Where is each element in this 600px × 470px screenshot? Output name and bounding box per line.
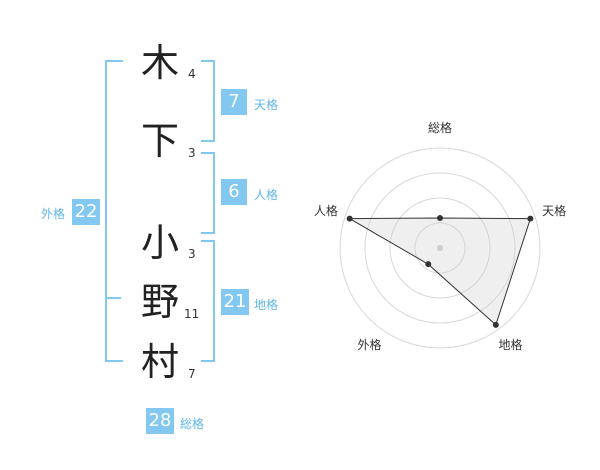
stroke-count-3: 3 — [188, 247, 196, 261]
tenkaku-badge: 7 — [221, 89, 247, 115]
gaikaku-badge: 22 — [72, 199, 100, 225]
gaikaku-bracket-tick — [105, 297, 121, 299]
name-char-5: 村 — [140, 340, 179, 384]
name-char-3: 小 — [140, 221, 179, 265]
radar-axis-label-5: 人格 — [314, 203, 338, 218]
chikaku-label: 地格 — [254, 298, 279, 312]
radar-ring-3 — [364, 172, 516, 324]
radar-center-dot — [437, 245, 443, 251]
radar-axis-label-1: 総格 — [428, 120, 452, 135]
stroke-count-2: 3 — [188, 146, 196, 160]
stroke-count-5: 7 — [188, 367, 196, 381]
stroke-count-4: 11 — [184, 307, 200, 321]
radar-point-5 — [346, 215, 353, 222]
chikaku-badge: 21 — [221, 289, 249, 315]
chikaku-bracket — [201, 240, 215, 362]
radar-point-3 — [492, 321, 499, 328]
jinkaku-bracket — [201, 152, 215, 234]
radar-ring-2 — [389, 197, 491, 299]
radar-ring-4 — [339, 147, 541, 349]
radar-axis-label-2: 天格 — [542, 203, 566, 218]
radar-axis-label-3: 地格 — [499, 337, 523, 352]
radar-point-4 — [425, 261, 432, 268]
radar-polygon — [347, 217, 532, 326]
radar-axis-label-4: 外格 — [357, 337, 381, 352]
gaikaku-bracket — [105, 60, 123, 362]
tenkaku-bracket — [201, 60, 215, 142]
soukaku-badge: 28 — [146, 408, 174, 434]
name-char-4: 野 — [140, 280, 179, 324]
radar-point-1 — [437, 215, 443, 221]
name-char-2: 下 — [140, 119, 179, 163]
soukaku-label: 総格 — [180, 417, 205, 431]
jinkaku-badge: 6 — [221, 179, 247, 205]
jinkaku-label: 人格 — [254, 188, 279, 202]
stroke-count-1: 4 — [188, 67, 196, 81]
radar-point-2 — [527, 215, 534, 222]
name-char-1: 木 — [140, 41, 179, 85]
gaikaku-label: 外格 — [41, 207, 66, 221]
tenkaku-label: 天格 — [254, 98, 279, 112]
radar-ring-1 — [414, 222, 466, 274]
